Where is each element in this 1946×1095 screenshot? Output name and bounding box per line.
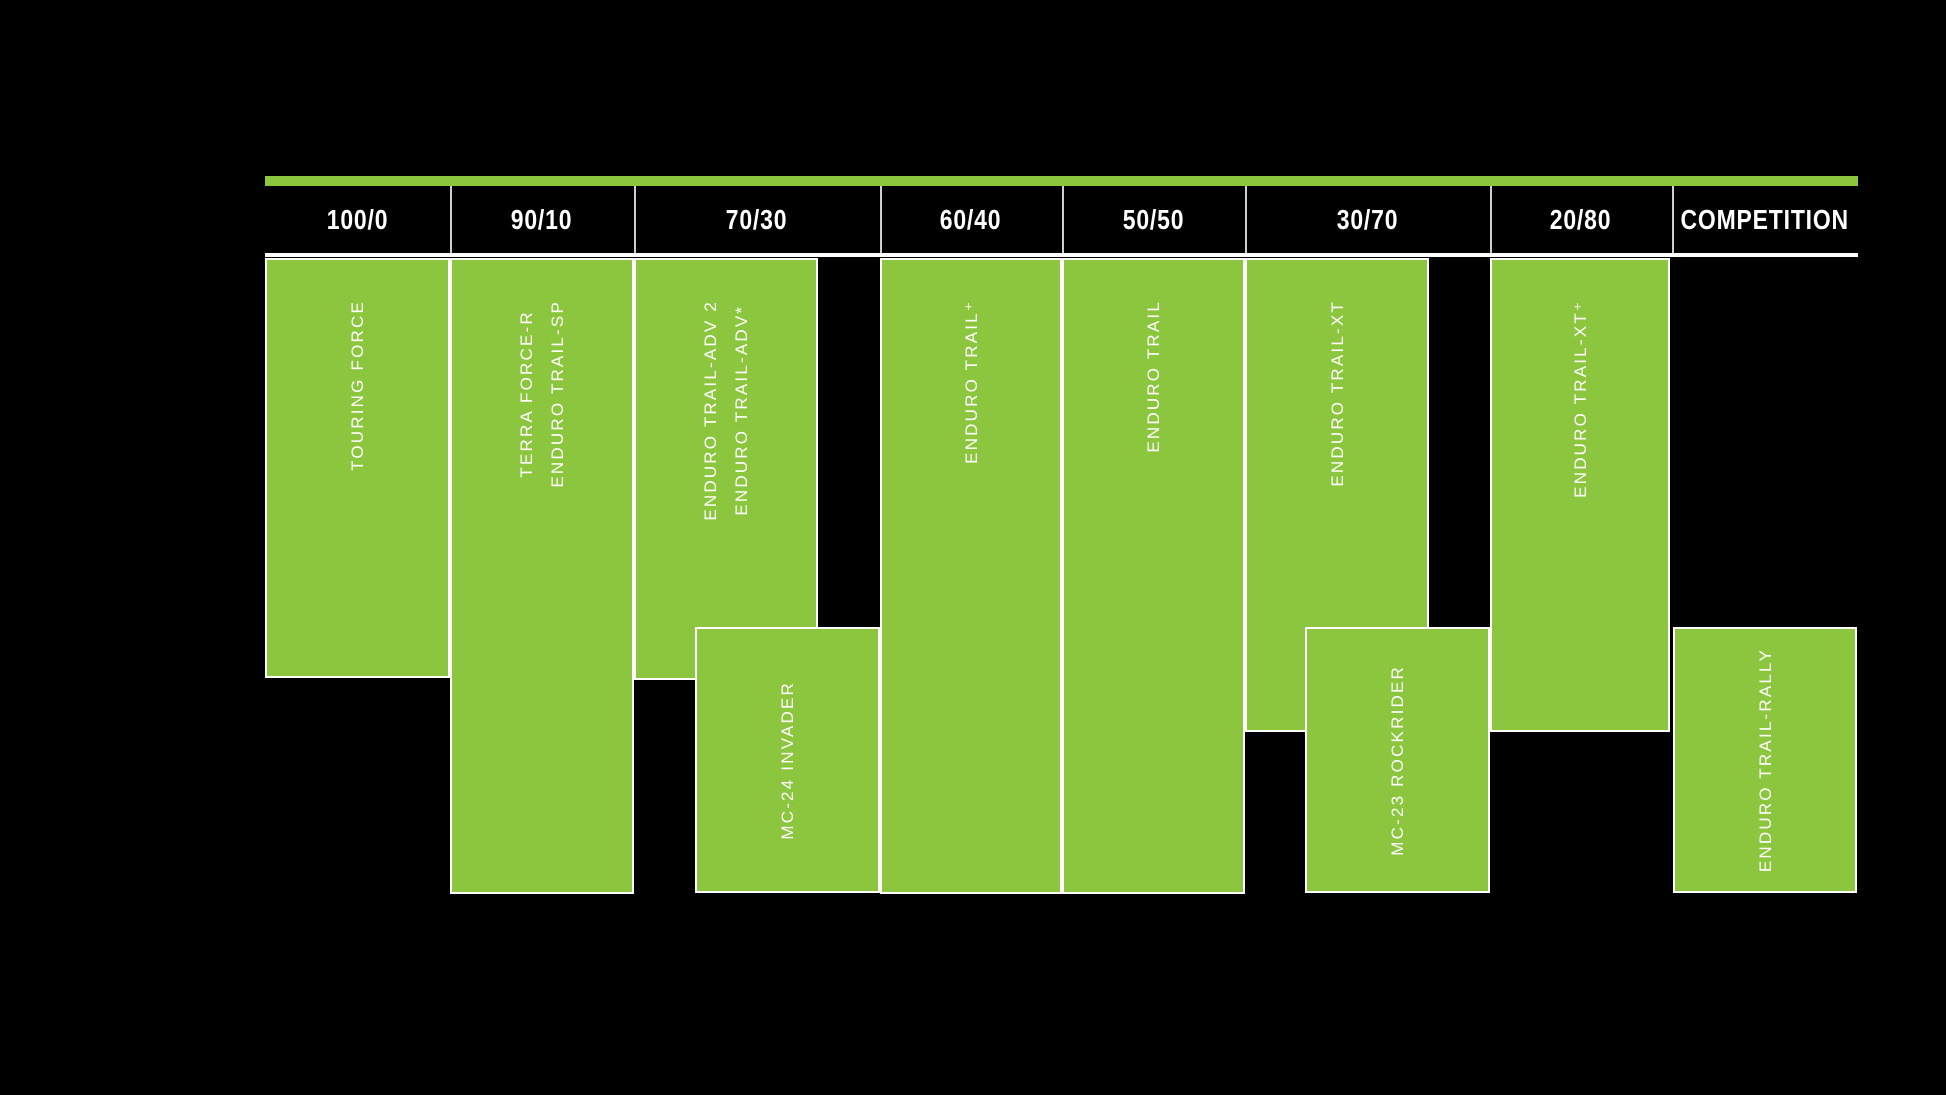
header-cell-90-10: 90/10 (450, 186, 634, 253)
block-enduro-trail-plus: ENDURO TRAIL⁺ (880, 258, 1062, 894)
block-enduro-trail-adv-2: ENDURO TRAIL-ADV 2 ENDURO TRAIL-ADV* (634, 258, 818, 680)
header-cell-20-80: 20/80 (1490, 186, 1672, 253)
header-divider (1672, 186, 1674, 253)
block-label: MC-24 INVADER (778, 680, 797, 840)
block-label: ENDURO TRAIL-XT (1327, 300, 1347, 487)
block-enduro-trail-xt-plus: ENDURO TRAIL-XT⁺ (1490, 258, 1670, 732)
header-divider (634, 186, 636, 253)
header-label: 60/40 (940, 203, 1002, 235)
block-label: TOURING FORCE (348, 300, 367, 471)
header-label: 70/30 (726, 203, 788, 235)
header-cell-50-50: 50/50 (1062, 186, 1245, 253)
header-label: 20/80 (1550, 203, 1612, 235)
header-label: 50/50 (1122, 203, 1185, 235)
header-label: COMPETITION (1680, 203, 1850, 235)
block-label: MC-23 ROCKRIDER (1388, 664, 1407, 856)
header-label: 100/0 (326, 203, 389, 235)
header-label: 90/10 (511, 203, 573, 235)
header-cell-competition: COMPETITION (1672, 186, 1858, 253)
header-divider (1490, 186, 1492, 253)
header-divider (880, 186, 882, 253)
header-cell-70-30: 70/30 (634, 186, 880, 253)
block-label: ENDURO TRAIL⁺ (961, 300, 981, 464)
header-cell-100-0: 100/0 (265, 186, 450, 253)
block-label: ENDURO TRAIL-ADV 2 ENDURO TRAIL-ADV* (701, 300, 751, 521)
header-row (265, 186, 1858, 253)
header-label: 30/70 (1336, 203, 1399, 235)
block-mc-23-rockrider: MC-23 ROCKRIDER (1305, 627, 1490, 893)
block-mc-24-invader: MC-24 INVADER (695, 627, 880, 893)
header-cell-60-40: 60/40 (880, 186, 1062, 253)
header-rule (265, 253, 1858, 257)
header-divider (450, 186, 452, 253)
header-divider (1245, 186, 1247, 253)
block-label: ENDURO TRAIL (1144, 300, 1163, 453)
header-divider (1062, 186, 1064, 253)
block-touring-force: TOURING FORCE (265, 258, 450, 678)
block-enduro-trail-rally: ENDURO TRAIL-RALLY (1673, 627, 1857, 893)
header-cell-30-70: 30/70 (1245, 186, 1490, 253)
top-accent-bar (265, 176, 1858, 186)
block-label: TERRA FORCE-R ENDURO TRAIL-SP (517, 300, 567, 488)
block-label: ENDURO TRAIL-XT⁺ (1570, 300, 1590, 498)
block-terra-force-r: TERRA FORCE-R ENDURO TRAIL-SP (450, 258, 634, 894)
block-enduro-trail: ENDURO TRAIL (1062, 258, 1245, 894)
block-label: ENDURO TRAIL-RALLY (1755, 647, 1775, 873)
